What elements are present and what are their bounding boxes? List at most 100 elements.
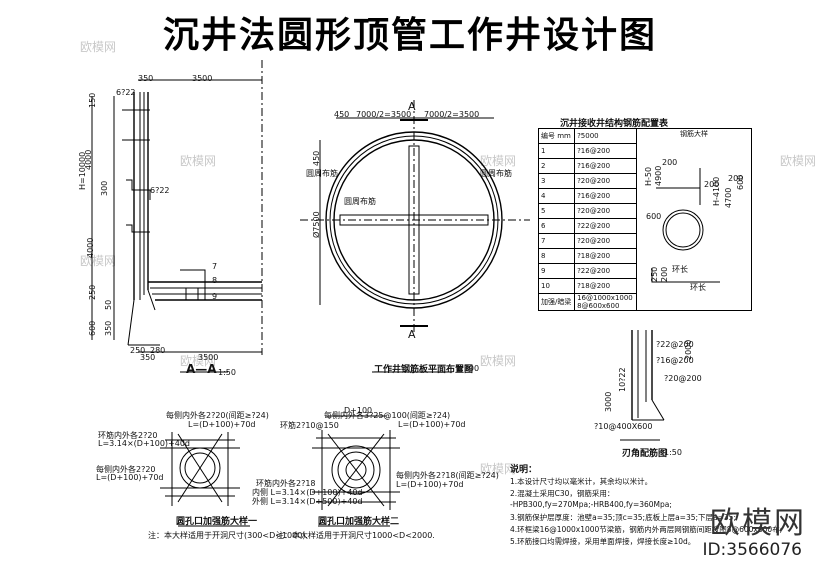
dim-bottom-250: 250 [130,346,146,355]
blade-dim-1022: 10?22 [618,367,627,392]
plan-scale: 1:100 [456,364,480,373]
watermark: 欧模网 [480,462,517,476]
blade-rebar-4: ?10@400X600 [594,422,653,431]
blade-caption: 刃角配筋图 [622,449,668,459]
detail-dim-600a: 600 [646,212,662,221]
table-header-detail: 钢筋大样 [680,130,708,138]
table-cell: ?20@200 [574,233,637,249]
table-row: 7 [537,233,576,249]
plan-dim-450b: 450 [312,150,321,166]
detail-dim-4700: 4700 [724,187,733,208]
hole1-eq3: L=(D+100)+70d [96,473,164,482]
hole1-top-label: 每侧内外各2?20(间距≥?24) [166,411,269,420]
detail-dim-200b: 200 [704,180,720,189]
drawing-title: 沉井法圆形顶管工作井设计图 [162,14,657,56]
rebar-table: 编号 mm ?5000 钢筋大样 1?16@200 2?16@200 3?20@… [537,128,752,311]
hole1-note: 注：本大样适用于开洞尺寸(300<D<1000). [148,531,308,540]
hole1-eq1: L=(D+100)+70d [188,420,256,429]
table-row: 加强/暗梁 [537,293,576,311]
blade-scale: 1:50 [664,448,682,457]
hole2-eq2: 内侧 L=3.14×(D+100)+40d [252,488,363,497]
brand-logo: 欧模网 [710,506,806,541]
note-line: 5.环筋接口均需焊接，采用单面焊接，焊接长度≥10d。 [510,537,696,546]
table-cell: ?18@200 [574,248,637,264]
dim-bottom-280: 280 [150,346,166,355]
dim-h-50: 50 [104,299,113,310]
detail-dim-200a: 200 [662,158,678,167]
hole1-eq2: L=3.14×(D+100)+40d [98,439,191,448]
hole2-eq4: L=(D+100)+70d [396,480,464,489]
watermark: 欧模网 [80,40,117,54]
blade-dim-3000: 3000 [604,391,613,412]
dim-h-600: 600 [88,320,97,336]
note-line: 3.钢筋保护层厚度：池壁a=35;顶c=35;底板上层a=35;下层a=35; [510,513,736,522]
watermark: 欧模网 [180,354,217,368]
section-mark-bottom: A [408,328,416,341]
table-cell: ?16@200 [574,188,637,204]
watermark: 欧模网 [480,154,517,168]
ring-label-2: 圆周布筋 [480,169,512,178]
marker-9: 9 [212,292,218,301]
dim-offset-top: 350 [138,74,154,83]
table-row: 4 [537,188,576,204]
plan-caption: 工作井钢筋板平面布置图 [374,365,474,375]
hole2-dim-d100: D+100 [344,406,373,415]
dim-h-150: 150 [88,92,97,108]
notes-heading: 说明： [510,465,538,475]
detail-note-ring1: 环长 [672,265,688,274]
table-header-no: 编号 mm [537,128,576,144]
hole2-top-label: 每侧内外各3?25@100(间距≥?24) [324,411,451,420]
table-row: 10 [537,278,576,294]
table-row: 3 [537,173,576,189]
plan-dim-diameter: Ø7500 [312,211,321,238]
hole2-note: 注：本大样适用于开洞尺寸1000<D<2000. [276,531,435,540]
hole1-bot-label: 每侧内外各2?20 [96,465,156,474]
table-row: 1 [537,143,576,159]
hole2-caption: 圆孔口加强筋大样二 [318,517,400,527]
dim-h-300: 300 [100,180,109,196]
marker-7: 7 [212,262,218,271]
watermark: 欧模网 [180,154,217,168]
watermark: 欧模网 [480,354,517,368]
table-title: 沉井接收井结构钢筋配置表 [560,119,669,129]
detail-dim-250: 250 [650,266,659,282]
table-cell: ?16@200 [574,143,637,159]
marker-8: 8 [212,276,218,285]
detail-dim-4900: 4900 [654,165,663,186]
section-mark-top: A [408,100,416,113]
dim-h-250: 250 [88,284,97,300]
table-detail-cell: 钢筋大样 [636,128,752,311]
detail-dim-600b: 600 [736,174,745,190]
table-row: 2 [537,158,576,174]
plan-dim-left: 7000/2=3500 [356,110,412,119]
dim-width-bottom: 3500 [198,353,219,362]
dim-h-350: 350 [104,320,113,336]
table-row: 5 [537,203,576,219]
table-cell: ?20@200 [574,203,637,219]
dim-h-4000b: 4000 [86,237,95,258]
detail-dim-h50: H-50 [644,166,653,186]
watermark: 欧模网 [780,154,817,168]
table-header-rebar: ?5000 [574,128,637,144]
detail-dim-h4100: H-4100 [712,176,721,206]
section-scale: 1:50 [218,368,236,377]
note-line: -HPB300,fy=270Mpa;-HRB400,fy=360Mpa; [510,500,672,509]
ring-label-3: 圆周布筋 [344,197,376,206]
table-cell: ?22@200 [574,218,637,234]
detail-dim-200d: 200 [660,266,669,282]
table-cell: ?22@200 [574,263,637,279]
hole2-right-label: 每侧内外各2?18(间距≥?24) [396,471,499,480]
dim-width-top: 3500 [192,74,213,83]
ring-label-1: 圆周布筋 [306,169,338,178]
hole2-ring-label: 环筋2?10@150 [280,421,339,430]
note-line: 2.混凝土采用C30，钢筋采用： [510,489,615,498]
detail-dim-200c: 200 [728,174,744,183]
image-id: ID:3566076 [702,540,802,560]
table-cell: ?20@200 [574,173,637,189]
note-line: 4.环框梁16@1000x1000节梁筋，钢筋内外两层网钢筋间距按图8@600x… [510,525,783,534]
table-cell: ?16@200 [574,158,637,174]
dim-h-4000: 4000 [84,149,93,170]
